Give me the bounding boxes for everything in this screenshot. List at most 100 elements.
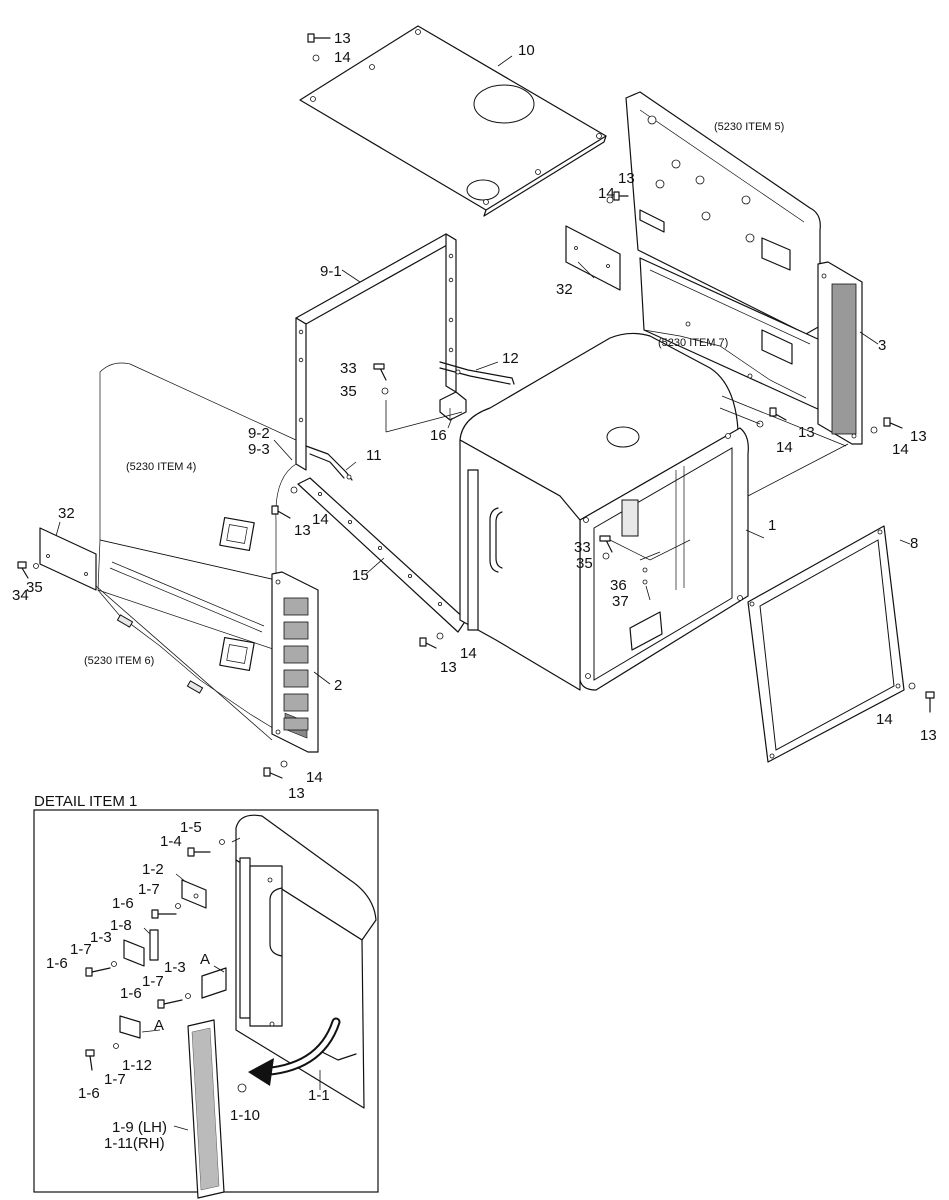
- bolt-icon: [307, 33, 331, 43]
- rear-grille-3: [817, 261, 863, 445]
- detail-label-1-9-lh: 1-9 (LH): [112, 1119, 167, 1136]
- reference-item-6: (5230 ITEM 6): [84, 655, 154, 667]
- bracket-11: [305, 445, 353, 481]
- bolt-icon: [613, 191, 629, 201]
- washer-icon: [870, 426, 878, 434]
- side-grille-2: [271, 571, 319, 753]
- washer-icon: [33, 563, 39, 569]
- callout-14: 14: [892, 441, 909, 458]
- callout-13: 13: [618, 170, 635, 187]
- callout-14: 14: [776, 439, 793, 456]
- callout-13: 13: [798, 424, 815, 441]
- callout-9-1: 9-1: [320, 263, 342, 280]
- bolt-icon: [187, 847, 211, 857]
- bolt-icon: [85, 967, 111, 977]
- side-panel-9-1: [295, 233, 457, 471]
- callout-14: 14: [598, 185, 615, 202]
- detail-label-1-11-rh: 1-11(RH): [104, 1135, 165, 1152]
- detail-item-1: DETAIL ITEM 1: [33, 793, 379, 1199]
- callout-1: 1: [768, 517, 776, 534]
- callout-35: 35: [576, 555, 593, 572]
- callout-13: 13: [294, 522, 311, 539]
- callout-9-2: 9-2: [248, 425, 270, 442]
- callout-16: 16: [430, 427, 447, 444]
- callout-12: 12: [502, 350, 519, 367]
- bracket-16: [439, 391, 467, 421]
- bolt-icon: [17, 561, 29, 579]
- callout-37: 37: [612, 593, 629, 610]
- callout-8: 8: [910, 535, 918, 552]
- callout-2: 2: [334, 677, 342, 694]
- washer-icon: [908, 682, 916, 690]
- reference-item-4: (5230 ITEM 4): [126, 461, 196, 473]
- callout-34: 34: [12, 587, 29, 604]
- bolt-icon: [151, 909, 177, 919]
- detail-label-1-7: 1-7: [142, 973, 164, 990]
- callout-10: 10: [518, 42, 535, 59]
- callout-13: 13: [288, 785, 305, 802]
- bolt-icon: [599, 535, 613, 553]
- detail-label-1-8: 1-8: [110, 917, 132, 934]
- window-frame-8: [747, 525, 905, 763]
- callout-35: 35: [340, 383, 357, 400]
- callout-14: 14: [312, 511, 329, 528]
- washer-icon: [113, 1043, 119, 1049]
- callout-14: 14: [306, 769, 323, 786]
- callout-13: 13: [440, 659, 457, 676]
- callout-13: 13: [910, 428, 927, 445]
- detail-label-a: A: [200, 951, 210, 968]
- detail-label-a: A: [154, 1017, 164, 1034]
- rear-wall-panel: [625, 91, 821, 411]
- washer-icon: [237, 1083, 247, 1093]
- detail-label-1-10: 1-10: [230, 1107, 260, 1124]
- callout-36: 36: [610, 577, 627, 594]
- bolt-icon: [263, 767, 283, 779]
- detail-label-1-6: 1-6: [112, 895, 134, 912]
- detail-label-1-7: 1-7: [70, 941, 92, 958]
- callout-15: 15: [352, 567, 369, 584]
- detail-label-1-7: 1-7: [138, 881, 160, 898]
- callout-35: 35: [26, 579, 43, 596]
- washer-icon: [185, 993, 191, 999]
- callout-14: 14: [334, 49, 351, 66]
- callout-32: 32: [556, 281, 573, 298]
- detail-label-1-3: 1-3: [90, 929, 112, 946]
- detail-label-1-2: 1-2: [142, 861, 164, 878]
- callout-13: 13: [920, 727, 937, 744]
- callout-14: 14: [876, 711, 893, 728]
- bolt-icon: [419, 637, 437, 649]
- washer-icon: [436, 632, 444, 640]
- washer-icon: [175, 903, 181, 909]
- bolt-icon: [769, 407, 787, 421]
- cover-plate-32-left: [39, 527, 97, 591]
- washer-icon: [602, 552, 610, 560]
- washer-icon: [219, 839, 225, 845]
- reference-item-5: (5230 ITEM 5): [714, 121, 784, 133]
- detail-label-1-5: 1-5: [180, 819, 202, 836]
- left-door-panel: [97, 362, 297, 731]
- detail-label-1-12: 1-12: [122, 1057, 152, 1074]
- washer-icon: [381, 387, 389, 395]
- reference-item-7: (5230 ITEM 7): [658, 337, 728, 349]
- detail-label-1-6: 1-6: [46, 955, 68, 972]
- detail-label-1-6: 1-6: [120, 985, 142, 1002]
- bolt-icon: [925, 691, 935, 713]
- callout-33: 33: [340, 360, 357, 377]
- washer-icon: [642, 567, 648, 573]
- detail-title: DETAIL ITEM 1: [34, 793, 137, 810]
- washer-icon: [642, 579, 648, 585]
- callout-labels: 13 14 10 (5230 ITEM 5) 13 14 9-1 32 33 3…: [12, 30, 937, 802]
- bolt-icon: [157, 999, 183, 1009]
- leader-lines: [55, 55, 911, 741]
- detail-label-1-7: 1-7: [104, 1071, 126, 1088]
- fastener-icons: [17, 33, 935, 779]
- callout-3: 3: [878, 337, 886, 354]
- bolt-icon: [883, 417, 903, 429]
- callout-13: 13: [334, 30, 351, 47]
- callout-33: 33: [574, 539, 591, 556]
- bracket-12: [439, 361, 515, 385]
- bolt-icon: [85, 1049, 95, 1071]
- main-cab-frame: [459, 332, 749, 691]
